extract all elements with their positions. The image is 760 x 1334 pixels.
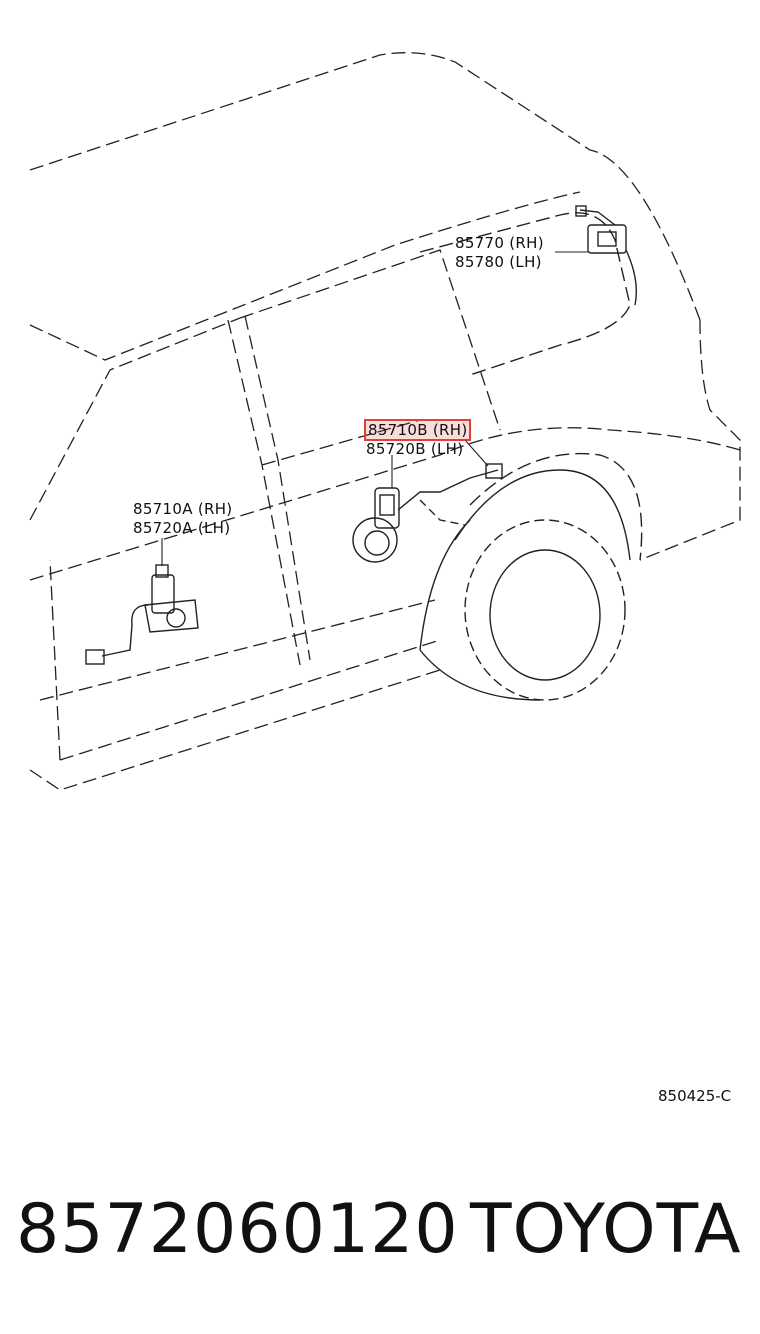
front-door-motor-icon [85,564,199,665]
callout-rear-door-motor-rh-highlighted: 85710B (RH) [363,419,472,441]
footer-part-number: 8572060120 [16,1190,459,1269]
rear-wheel [419,452,643,701]
callout-rear-quarter-rh: 85770 (RH) [455,234,544,252]
callout-front-door-motor-rh: 85710A (RH) [133,500,233,518]
rear-door-motor-icon [352,463,503,563]
rear-quarter-motor-icon [575,205,638,306]
rear-quarter-window [419,212,631,376]
vehicle-side-diagram [29,52,741,791]
footer-brand: TOYOTA [470,1190,742,1269]
illustration-code: 850425-C [658,1087,732,1105]
callout-front-door-motor-lh: 85720A (LH) [133,519,231,537]
callout-rear-quarter-lh: 85780 (LH) [455,253,542,271]
body-outline [29,52,741,791]
callout-rear-door-motor-lh: 85720B (LH) [366,440,464,458]
leader-lines [161,251,588,566]
